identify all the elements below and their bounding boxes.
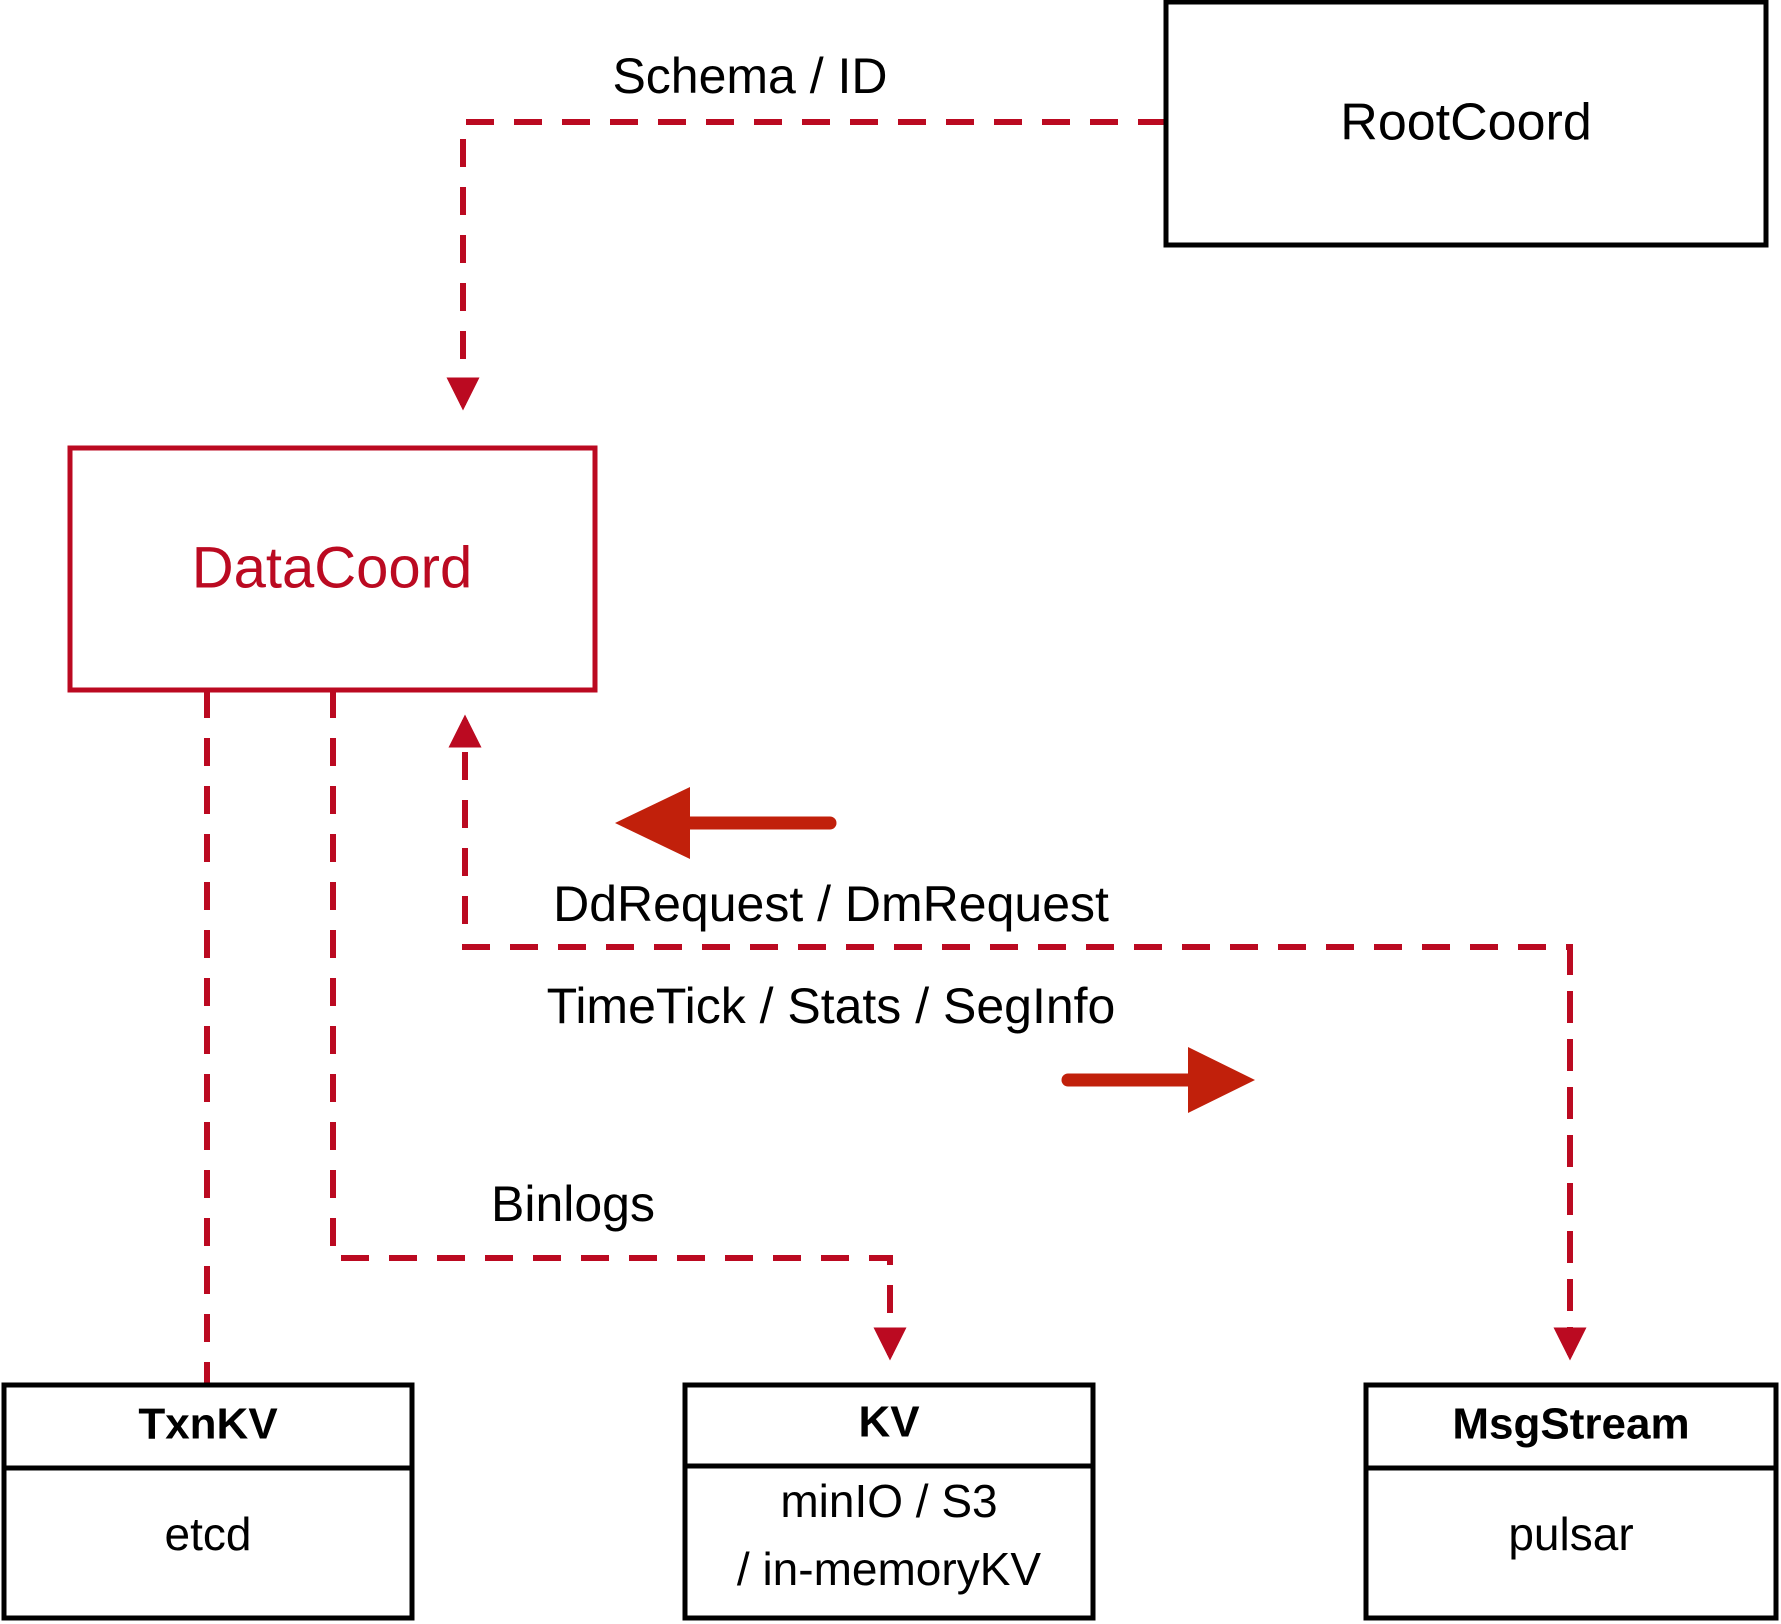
edge-label-timetick-stats-seginfo: TimeTick / Stats / SegInfo [547,978,1116,1034]
node-datacoord[interactable]: DataCoord [67,445,598,693]
edge-binlogs: Binlogs [330,690,907,1361]
node-kv-title: KV [858,1398,920,1447]
edge-ddrequest-dmrequest: DdRequest / DmRequest [553,787,1109,932]
node-msgstream-title: MsgStream [1452,1400,1689,1449]
edge-schema-id: Schema / ID [446,48,1166,411]
node-msgstream[interactable]: MsgStream pulsar [1363,1382,1779,1621]
node-txnkv-subtitle: etcd [165,1508,252,1560]
node-rootcoord[interactable]: RootCoord [1163,0,1769,248]
ddrequest-arrow-head [615,787,690,859]
edge-label-schema-id: Schema / ID [612,48,887,104]
node-datacoord-box[interactable] [67,445,598,693]
node-datacoord-label: DataCoord [192,535,472,600]
node-kv-subtitle-line1: minIO / S3 [780,1475,997,1527]
node-rootcoord-box[interactable] [1163,0,1769,248]
node-txnkv[interactable]: TxnKV etcd [1,1382,415,1621]
node-txnkv-title: TxnKV [138,1400,278,1449]
node-kv-box[interactable] [682,1382,1096,1621]
edge-binlogs-path [330,690,907,1361]
node-msgstream-box[interactable] [1363,1382,1779,1621]
timetick-arrow-head [1188,1047,1255,1113]
node-msgstream-subtitle: pulsar [1508,1508,1633,1560]
edge-label-binlogs: Binlogs [491,1176,655,1232]
node-txnkv-box[interactable] [1,1382,415,1621]
edge-timetick-stats-seginfo: TimeTick / Stats / SegInfo [547,978,1255,1113]
node-kv-subtitle-line2: / in-memoryKV [737,1543,1041,1595]
edge-schema-id-path [446,119,1166,411]
node-kv[interactable]: KV minIO / S3 / in-memoryKV [682,1382,1096,1621]
edge-label-ddrequest-dmrequest: DdRequest / DmRequest [553,876,1109,932]
node-rootcoord-label: RootCoord [1340,94,1591,152]
